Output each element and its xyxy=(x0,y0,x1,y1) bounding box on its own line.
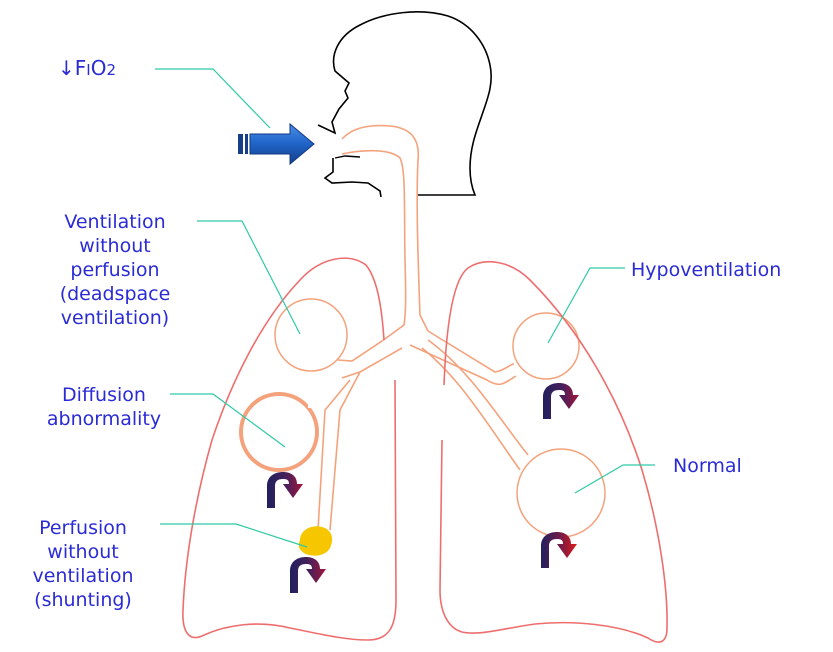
alveolus-diffusion-abnormality xyxy=(241,394,317,470)
right-lung-outline xyxy=(183,258,396,640)
leader-diffusion xyxy=(170,394,285,447)
label-line: abnormality xyxy=(33,407,175,431)
chin-outline xyxy=(325,158,381,197)
label-line: without xyxy=(44,234,186,258)
label-line: ventilation) xyxy=(44,306,186,330)
flow-arrow-normal-icon xyxy=(541,532,577,568)
label-diffusion-abnormality: Diffusion abnormality xyxy=(33,383,175,431)
label-hypoventilation: Hypoventilation xyxy=(631,258,781,282)
label-line: ventilation xyxy=(12,564,154,588)
leader-deadspace xyxy=(197,221,300,334)
fio2-f: F xyxy=(75,56,87,80)
fio2-label: ↓FIO2 xyxy=(58,56,116,82)
leader-fio2 xyxy=(155,69,270,128)
label-line: perfusion xyxy=(44,258,186,282)
label-line: without xyxy=(12,540,154,564)
flow-arrow-shunt-icon xyxy=(290,557,326,593)
left-lung-outline xyxy=(440,262,667,642)
leader-hypoventilation xyxy=(548,268,625,343)
alveolus-hypoventilation xyxy=(513,313,579,379)
label-line: Perfusion xyxy=(12,516,154,540)
leader-shunt xyxy=(160,524,307,547)
flow-arrow-diffusion-icon xyxy=(267,472,303,508)
label-normal: Normal xyxy=(673,454,742,478)
alveolus-deadspace xyxy=(275,299,347,371)
shunt-blob xyxy=(299,526,332,556)
fio2-subscript-2: 2 xyxy=(106,61,116,79)
label-line: (deadspace xyxy=(44,282,186,306)
flow-arrow-hypoventilation-icon xyxy=(543,383,579,419)
mouth-lower-lip xyxy=(335,156,360,158)
label-ventilation-without-perfusion: Ventilation without perfusion (deadspace… xyxy=(44,210,186,330)
label-line: Diffusion xyxy=(33,383,175,407)
airway xyxy=(318,126,528,530)
label-perfusion-without-ventilation: Perfusion without ventilation (shunting) xyxy=(12,516,154,612)
alveolus-normal xyxy=(517,449,605,537)
head-outline xyxy=(318,12,491,195)
leader-normal xyxy=(575,465,655,493)
label-line: Ventilation xyxy=(44,210,186,234)
fio2-o: O xyxy=(91,56,107,80)
fio2-arrow-icon xyxy=(238,124,314,164)
label-line: (shunting) xyxy=(12,588,154,612)
fio2-down-arrow: ↓ xyxy=(58,56,75,80)
